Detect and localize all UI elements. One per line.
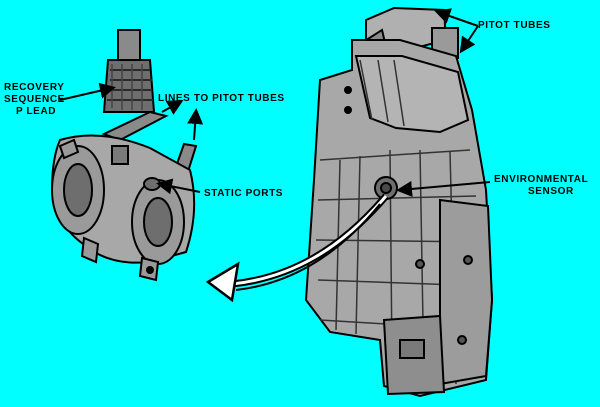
pitot-line-arrow-1	[161, 100, 184, 115]
tower-leaders	[396, 8, 491, 197]
label-lines-to-pitot: LINES TO PITOT TUBES	[158, 93, 285, 104]
pitot-tubes-arrow-2	[459, 25, 479, 54]
instrument-tower	[304, 6, 494, 398]
cable	[117, 29, 141, 61]
top-fitting	[111, 145, 129, 165]
pitot-line-arrow-2	[187, 108, 204, 141]
label-recovery-line1: RECOVERY	[4, 82, 65, 93]
env-sensor-arrow	[396, 180, 491, 197]
callout-arrow	[205, 193, 389, 303]
sensor-unit	[50, 29, 198, 282]
static-port	[143, 177, 161, 191]
static-port-arrow	[156, 178, 201, 195]
pitot-tubes-arrow-1	[434, 8, 479, 27]
label-pitot-tubes: PITOT TUBES	[478, 20, 551, 31]
label-env-line2: SENSOR	[528, 186, 574, 197]
label-static-ports: STATIC PORTS	[204, 188, 284, 199]
label-recovery-line2: SEQUENCE	[4, 94, 65, 105]
label-env-line1: ENVIRONMENTAL	[494, 174, 589, 185]
pitot-line-left	[101, 110, 169, 142]
left-leaders	[59, 82, 204, 195]
label-recovery-line3: P LEAD	[16, 106, 57, 117]
callout-arrowhead	[205, 261, 240, 303]
recovery-arrow	[59, 82, 116, 101]
